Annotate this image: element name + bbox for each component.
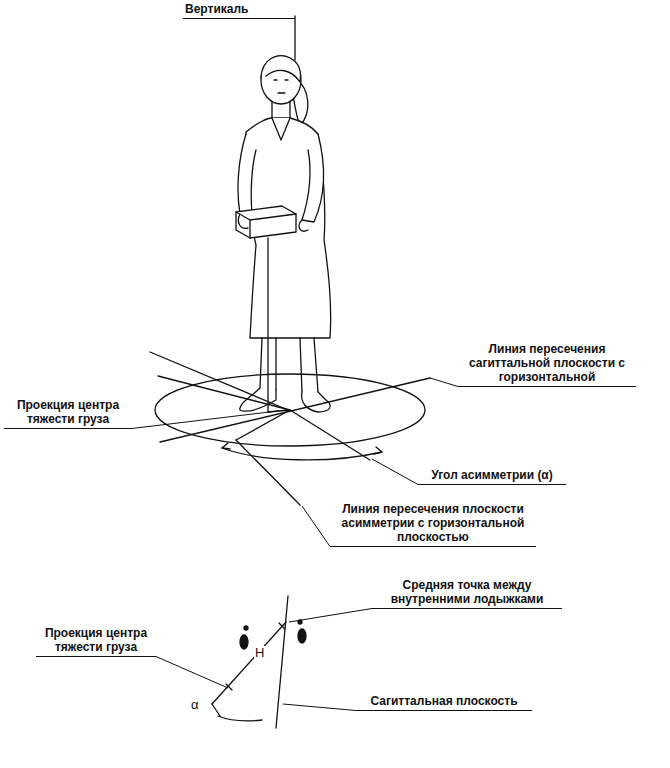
load-plumb-line [267, 238, 268, 412]
callout-label: Вертикаль [183, 2, 295, 19]
woman-figure [236, 56, 331, 412]
leader-line [430, 378, 458, 387]
callout-label: Линия пересечения плоскости асимметрии с… [330, 502, 536, 547]
leader-line [283, 704, 356, 711]
leader-line [372, 459, 418, 485]
callout-label: Угол асимметрии (α) [418, 468, 566, 485]
callout-label: Сагиттальная плоскость [356, 694, 532, 711]
symbol-label: α [190, 698, 200, 712]
leader-line [156, 657, 228, 689]
callout-label: Линия пересечения сагиттальной плоскости… [458, 342, 636, 387]
vertical-line [294, 16, 295, 60]
symbol-label: H [254, 646, 265, 660]
callout-label: Проекция центра тяжести груза [4, 398, 132, 429]
leader-line [302, 506, 330, 547]
plan-view [212, 596, 306, 728]
callout-label: Проекция центра тяжести груза [36, 626, 156, 657]
leader-line [132, 410, 286, 429]
callout-label: Средняя точка между внутренними лодыжкам… [372, 578, 562, 609]
leader-line [289, 609, 372, 623]
ground-plane [150, 352, 430, 505]
